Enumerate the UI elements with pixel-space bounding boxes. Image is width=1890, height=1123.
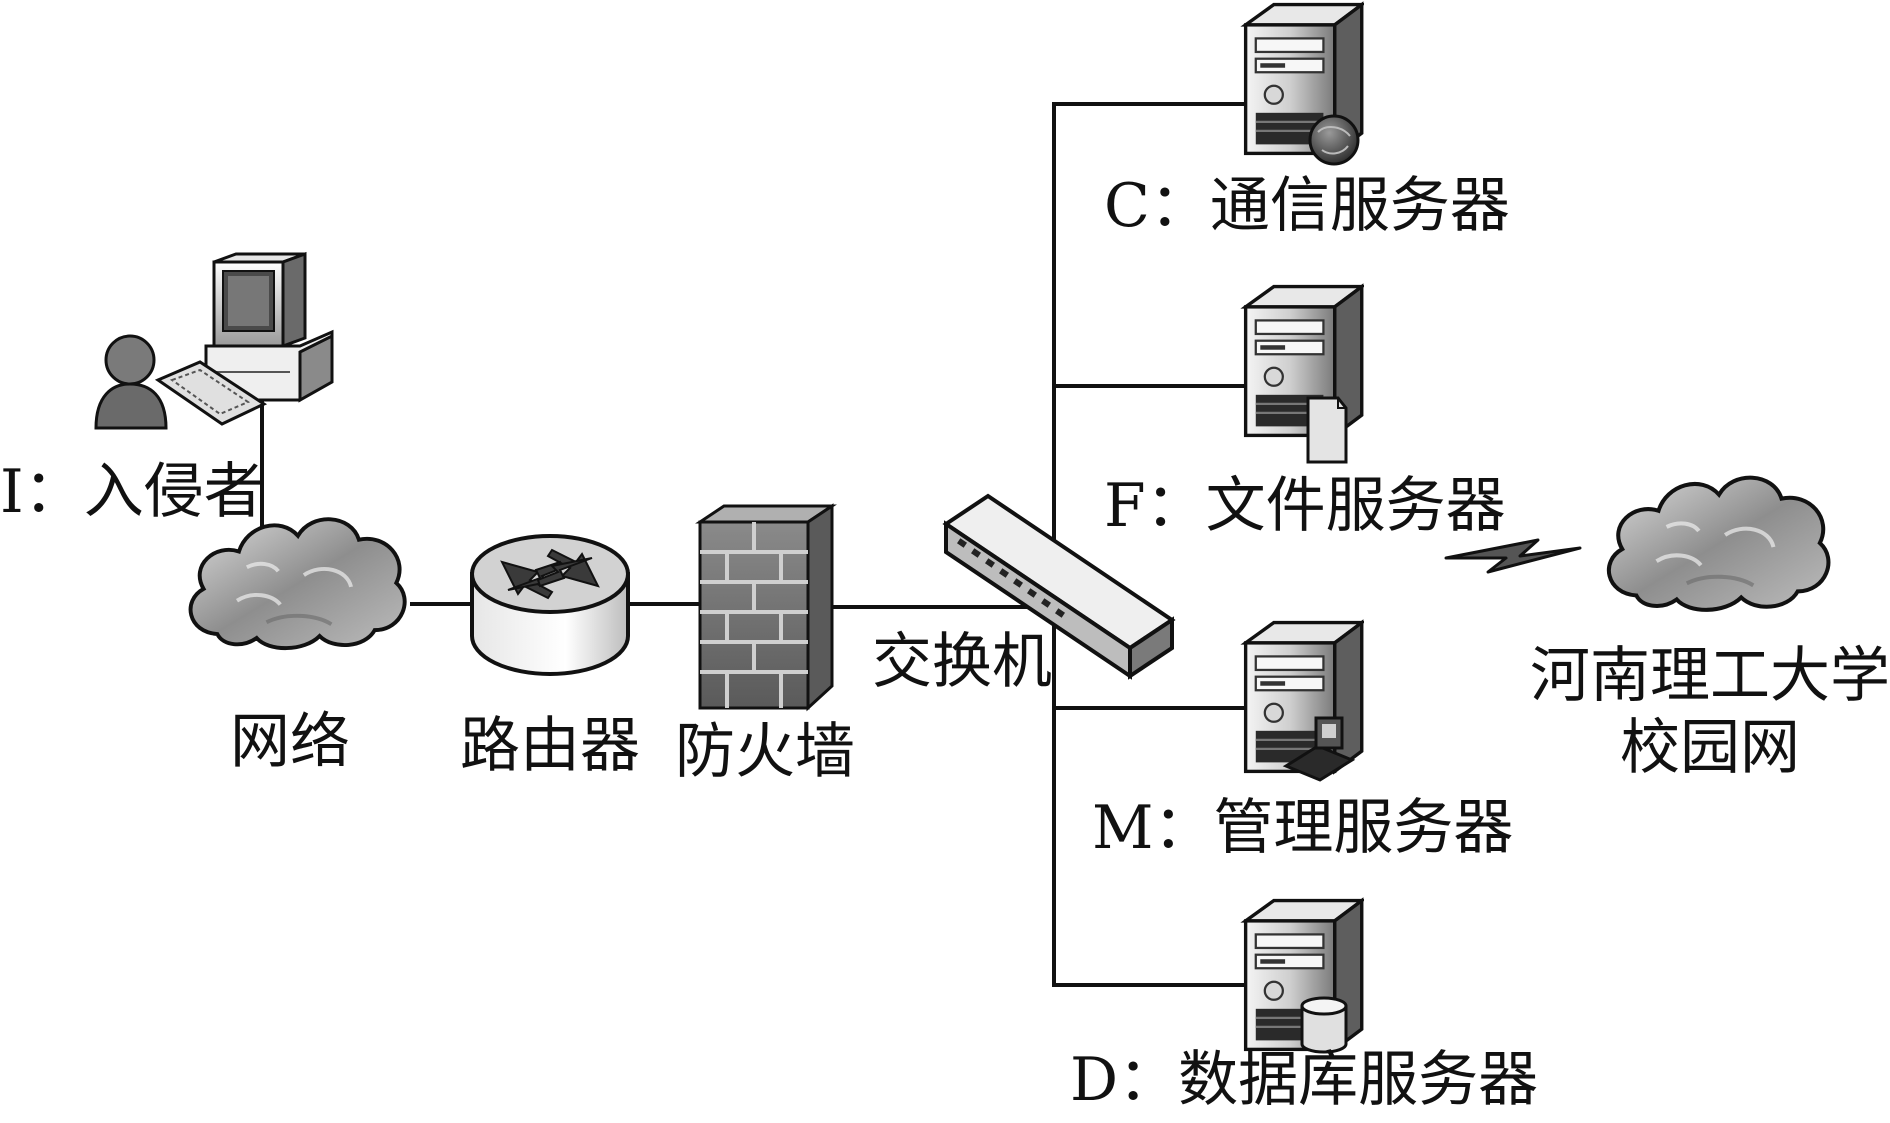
- db-server-label: D：数据库服务器: [1070, 1045, 1539, 1115]
- network-cloud-icon: [191, 519, 405, 648]
- intruder-label: I：入侵者: [0, 457, 264, 527]
- switch-label: 交换机: [872, 627, 1052, 697]
- brick-firewall-icon: [695, 503, 837, 712]
- campus-label-line2: 校园网: [1620, 713, 1800, 783]
- campus-label-line1: 河南理工大学: [1530, 641, 1890, 711]
- switch-icon: [942, 493, 1176, 680]
- server-globe-icon: [1243, 2, 1364, 166]
- network-label: 网络: [230, 707, 350, 777]
- server-file-icon: [1243, 284, 1364, 464]
- comm-server-label: C：通信服务器: [1104, 171, 1510, 241]
- server-database-icon: [1243, 898, 1364, 1054]
- campus-cloud-icon: [1609, 478, 1829, 610]
- file-server-label: F：文件服务器: [1104, 471, 1506, 541]
- router-label: 路由器: [460, 711, 640, 781]
- firewall-label: 防火墙: [675, 717, 855, 787]
- mgmt-server-label: M：管理服务器: [1092, 793, 1514, 863]
- router-icon: [470, 534, 630, 676]
- server-admin-icon: [1243, 620, 1364, 782]
- wireless-link-icon: [1444, 538, 1582, 574]
- intruder-workstation-icon: [94, 251, 334, 430]
